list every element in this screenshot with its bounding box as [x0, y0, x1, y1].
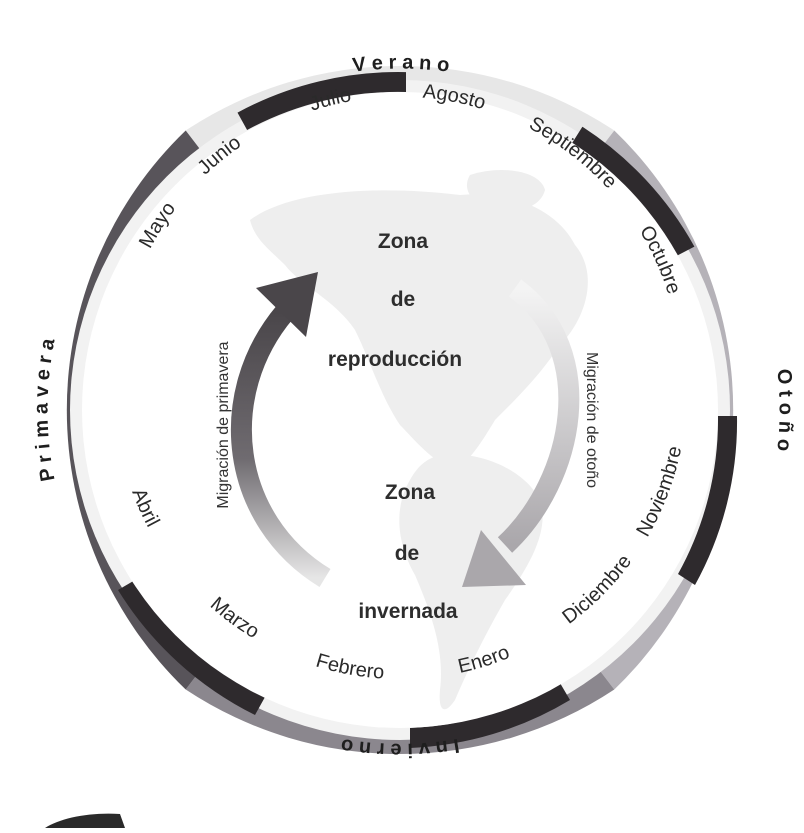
season-label-summer: V e r a n o — [351, 52, 450, 77]
bottom-edge-decoration — [45, 813, 125, 828]
breeding-zone-line-2: de — [391, 288, 416, 311]
dark-arc-november — [678, 416, 738, 585]
spring-arrow-head — [256, 272, 318, 337]
breeding-zone-line-3: reproducción — [328, 348, 462, 371]
dark-arc-july — [237, 72, 406, 130]
wintering-zone-line-1: Zona — [385, 481, 435, 504]
autumn-migration-arrow — [462, 279, 580, 587]
season-label-autumn: O t o ñ o — [772, 368, 796, 452]
autumn-arrow-head — [462, 530, 526, 587]
autumn-migration-label: Migración de otoño — [583, 352, 600, 488]
spring-arrow-shaft — [230, 305, 331, 587]
north-america-shape — [250, 190, 588, 470]
spring-migration-label: Migración de primavera — [215, 341, 232, 508]
wintering-zone-line-2: de — [395, 542, 420, 565]
spring-migration-arrow — [230, 272, 331, 587]
dark-arc-september — [571, 126, 695, 256]
season-label-spring: P r i m a v e r a — [31, 336, 60, 483]
breeding-zone-label: Zona de reproducción — [328, 230, 462, 371]
breeding-zone-line-1: Zona — [378, 230, 428, 253]
wintering-zone-line-3: invernada — [358, 600, 458, 623]
greenland-shape — [466, 170, 545, 212]
autumn-arrow-shaft — [497, 279, 580, 553]
wintering-zone-label: Zona de invernada — [358, 481, 458, 623]
